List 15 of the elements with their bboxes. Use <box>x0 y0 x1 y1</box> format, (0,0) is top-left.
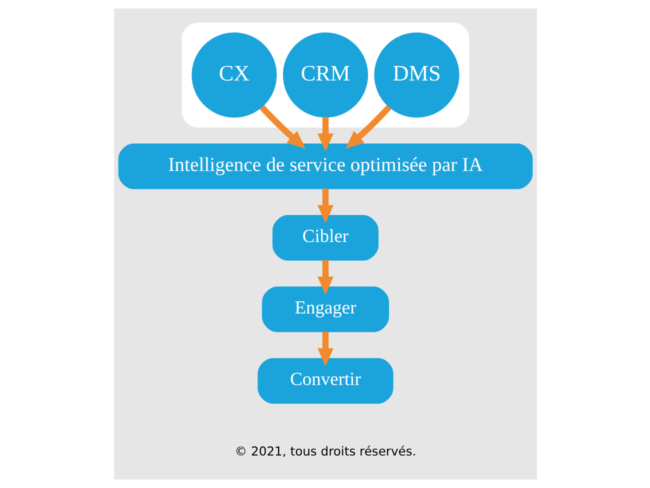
arrow <box>317 117 333 152</box>
label: © 2021, tous droits réservés. <box>234 444 416 458</box>
node-box: Engager <box>261 286 389 332</box>
node-circle: DMS <box>374 32 459 118</box>
node-box: Cibler <box>272 215 378 261</box>
arrow <box>259 105 306 149</box>
arrow <box>317 332 333 366</box>
node-circle: CX <box>191 32 276 118</box>
arrow <box>344 105 391 149</box>
arrow <box>317 260 333 295</box>
node-circle: CRM <box>282 32 368 118</box>
node-box: Convertir <box>257 358 393 404</box>
node-box: Intelligence de service optimisée par IA <box>118 144 532 190</box>
arrow <box>317 188 333 224</box>
cluster <box>181 22 469 128</box>
